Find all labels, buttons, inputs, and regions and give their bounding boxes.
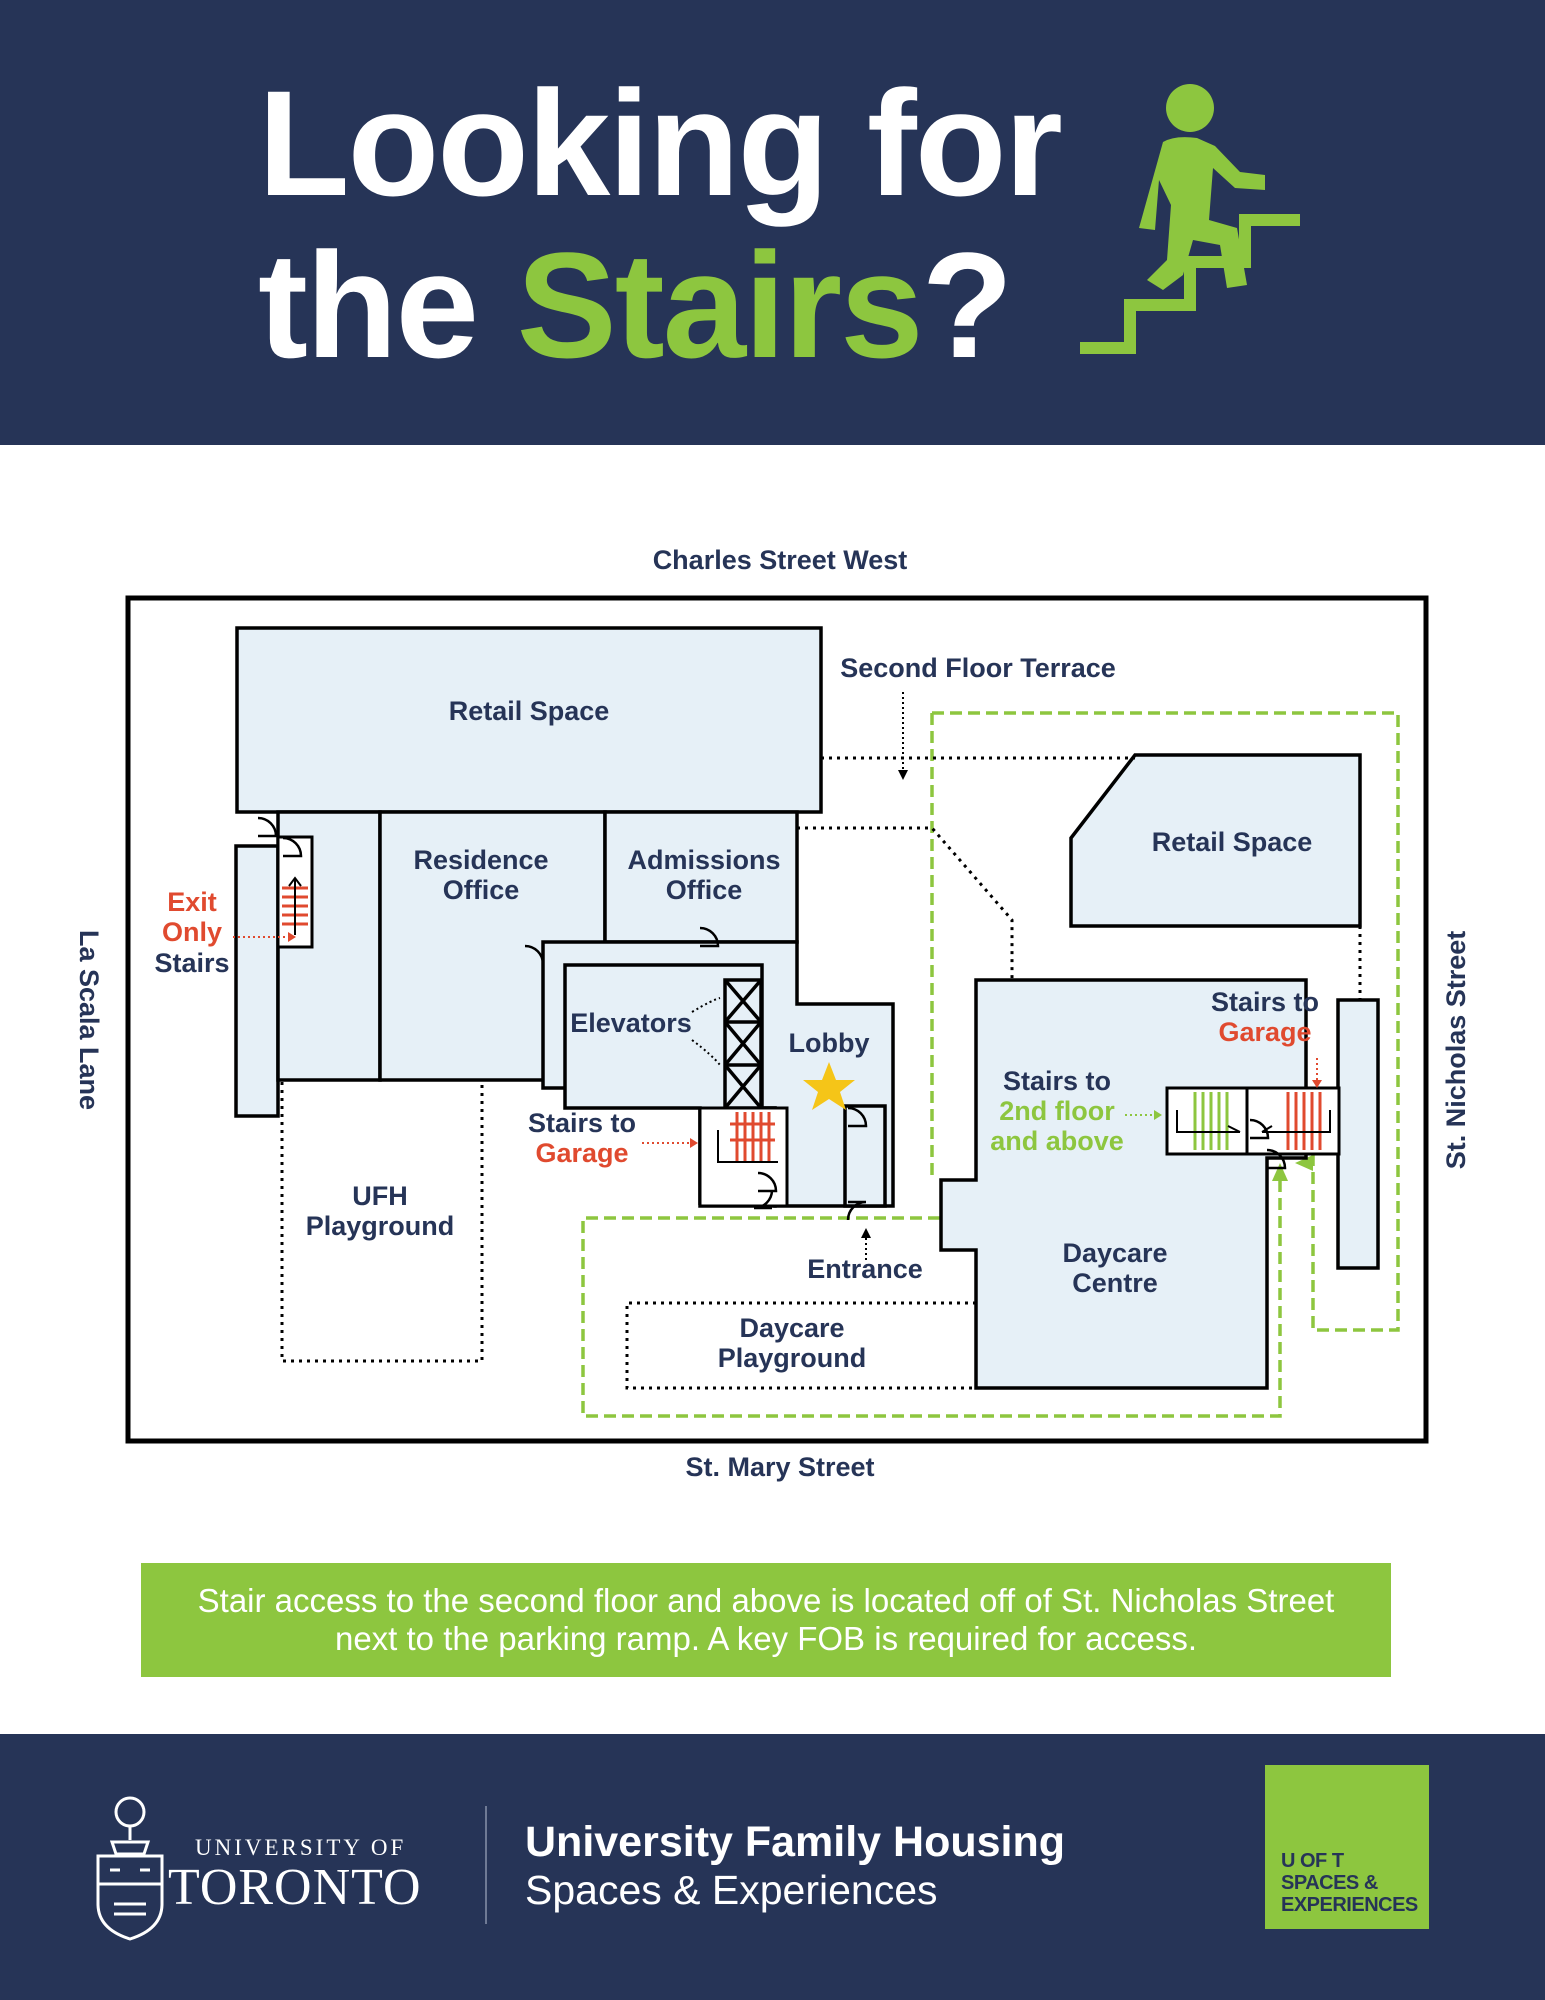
department-subtitle: Spaces & Experiences (525, 1867, 938, 1913)
footer-banner: UNIVERSITY OF TORONTO University Family … (0, 1734, 1545, 2000)
label-admissions-2: Office (666, 875, 743, 905)
street-east: St. Nicholas Street (1441, 931, 1471, 1170)
spaces-experiences-badge: U OF T SPACES & EXPERIENCES (1265, 1765, 1429, 1929)
black-leaders (691, 692, 904, 1260)
label-garage-west-2: Garage (535, 1138, 628, 1168)
street-south: St. Mary Street (685, 1452, 874, 1482)
label-residence-1: Residence (413, 845, 548, 875)
label-second-floor-2: 2nd floor (999, 1096, 1115, 1126)
title-suffix: ? (921, 221, 1014, 389)
label-lobby: Lobby (789, 1028, 870, 1058)
street-north: Charles Street West (653, 545, 908, 575)
path-arrow-up (1272, 1163, 1288, 1181)
university-line-2: TORONTO (168, 1859, 422, 1916)
retail-space-north (235, 626, 823, 814)
floor-plan-map: Charles Street West St. Mary Street La S… (74, 545, 1471, 1482)
university-line-1: UNIVERSITY OF (195, 1835, 407, 1860)
red-leaders (233, 936, 1318, 1144)
label-garage-east-1: Stairs to (1211, 987, 1319, 1017)
east-corridor (1336, 998, 1380, 1270)
label-elevators: Elevators (570, 1008, 692, 1038)
label-second-floor-1: Stairs to (1003, 1066, 1111, 1096)
badge-line-2: SPACES & (1281, 1872, 1378, 1894)
arrow-second-floor (1154, 1110, 1162, 1120)
property-boundary (125, 595, 1429, 1444)
you-are-here-star-icon (803, 1062, 855, 1110)
elevator-shaft (723, 978, 763, 1110)
arrow-exit-only (288, 932, 296, 942)
label-second-floor-3: and above (990, 1126, 1124, 1156)
label-daycare-playground-2: Playground (718, 1343, 867, 1373)
arrow-entrance (861, 1228, 871, 1238)
label-ufh-2: Playground (306, 1211, 455, 1241)
header-banner: Looking for the Stairs? (0, 0, 1545, 445)
department-name: University Family Housing (525, 1818, 1066, 1866)
label-ufh-1: UFH (352, 1181, 408, 1211)
label-exit-only-3: Stairs (154, 948, 229, 978)
notice-text: Stair access to the second floor and abo… (197, 1582, 1335, 1657)
stairwell-exit-only (276, 835, 314, 949)
label-exit-only-1: Exit (167, 887, 217, 917)
label-admissions-1: Admissions (627, 845, 780, 875)
title-prefix: the (258, 221, 517, 389)
terrace-outline (932, 711, 1400, 1332)
path-arrow-left (1295, 1155, 1313, 1171)
arrow-terrace (898, 770, 908, 780)
label-residence-2: Office (443, 875, 520, 905)
arrow-garage-west (690, 1138, 698, 1148)
university-crest-icon (96, 1796, 164, 1941)
door-symbols (257, 816, 1287, 1221)
label-terrace: Second Floor Terrace (840, 653, 1116, 683)
label-garage-west-1: Stairs to (528, 1108, 636, 1138)
footer-divider (485, 1806, 487, 1924)
label-retail-east: Retail Space (1152, 827, 1313, 857)
admissions-office (603, 810, 799, 944)
exit-corridor (234, 844, 280, 1118)
label-entrance: Entrance (807, 1254, 923, 1284)
label-daycare-centre-1: Daycare (1062, 1238, 1167, 1268)
label-daycare-playground-1: Daycare (739, 1313, 844, 1343)
stairwell-garage-east (1245, 1086, 1341, 1156)
stairwell-garage-west (698, 1106, 789, 1208)
title-line-2: the Stairs? (258, 224, 1061, 386)
retail-space-east (1069, 753, 1362, 928)
badge-line-1: U OF T (1281, 1850, 1344, 1872)
notice-box: Stair access to the second floor and abo… (141, 1563, 1391, 1677)
title-accent: Stairs (516, 221, 924, 389)
label-exit-only-2: Only (162, 917, 222, 947)
dotted-outlines (280, 756, 1362, 1390)
arrow-garage-east (1312, 1080, 1322, 1088)
street-west: La Scala Lane (74, 930, 104, 1110)
label-retail-north: Retail Space (449, 696, 610, 726)
label-garage-east-2: Garage (1218, 1017, 1311, 1047)
label-daycare-centre-2: Centre (1072, 1268, 1158, 1298)
stairwell-second-floor (1165, 1086, 1249, 1156)
page-title: Looking for the Stairs? (258, 59, 1063, 386)
title-line-1: Looking for (258, 59, 1063, 227)
person-climbing-stairs-icon (1080, 84, 1300, 354)
path-south-segment (581, 1180, 1282, 1418)
badge-line-3: EXPERIENCES (1281, 1894, 1418, 1916)
